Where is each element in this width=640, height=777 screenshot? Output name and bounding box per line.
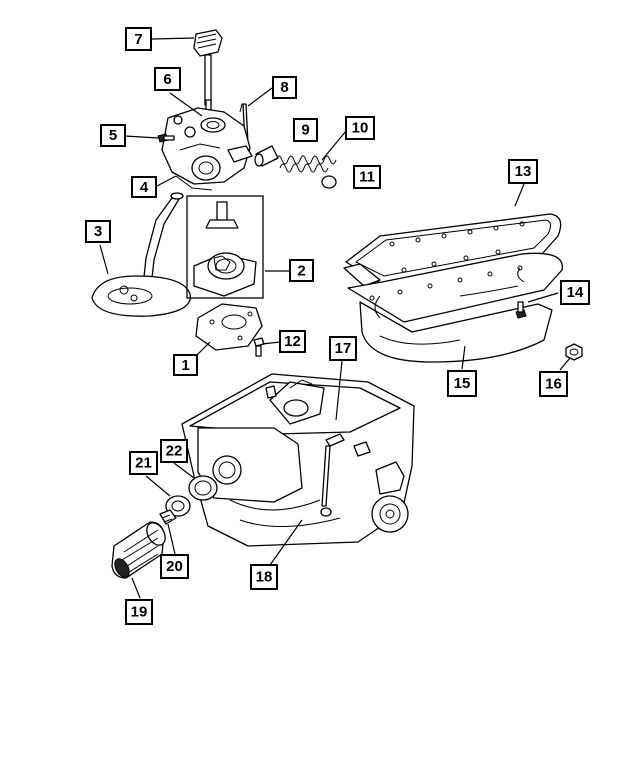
callout-1[interactable]: 1: [173, 354, 198, 376]
relief-cap-part[interactable]: [321, 175, 337, 189]
leader-12: [261, 341, 281, 345]
oil-pump-assembly[interactable]: [157, 107, 253, 191]
callout-3[interactable]: 3: [85, 220, 111, 243]
pickup-tube-part[interactable]: [91, 192, 191, 317]
callout-9[interactable]: 9: [293, 118, 318, 142]
callout-4-label: 4: [140, 179, 149, 196]
callout-22[interactable]: 22: [160, 439, 188, 463]
callout-1-label: 1: [181, 357, 189, 374]
leader-5: [124, 135, 159, 139]
oil-pan-gasket-part[interactable]: [343, 213, 562, 287]
leader-21: [145, 475, 171, 497]
callout-2[interactable]: 2: [289, 259, 314, 282]
drain-plug-part[interactable]: [515, 301, 527, 319]
callout-13-label: 13: [515, 163, 532, 180]
pump-cover-part[interactable]: [195, 303, 263, 351]
leader-19: [131, 577, 141, 599]
callout-7[interactable]: 7: [125, 27, 152, 51]
callout-5-label: 5: [109, 127, 117, 144]
callout-8-label: 8: [280, 79, 288, 96]
leader-22: [173, 462, 195, 479]
leader-20: [167, 523, 176, 555]
leader-13: [514, 183, 525, 207]
leader-17: [335, 360, 343, 421]
callout-15[interactable]: 15: [447, 370, 477, 397]
callout-18[interactable]: 18: [250, 564, 278, 590]
callout-16[interactable]: 16: [539, 371, 568, 397]
callout-14-label: 14: [567, 284, 584, 301]
callout-21-label: 21: [135, 455, 152, 472]
oil-pan-part[interactable]: [347, 252, 563, 363]
callout-10-label: 10: [352, 120, 369, 137]
callout-18-label: 18: [256, 569, 273, 586]
callout-17-label: 17: [335, 340, 352, 357]
leader-1: [195, 341, 211, 357]
callout-22-label: 22: [166, 443, 183, 460]
callout-19-label: 19: [131, 604, 148, 621]
leader-lines: [99, 37, 571, 599]
callout-7-label: 7: [134, 31, 142, 48]
leader-8: [247, 87, 273, 107]
callout-21[interactable]: 21: [129, 451, 158, 475]
callout-20[interactable]: 20: [160, 554, 189, 579]
callout-8[interactable]: 8: [272, 76, 297, 99]
leader-4: [156, 175, 177, 187]
callout-11[interactable]: 11: [353, 165, 381, 189]
leader-10: [321, 130, 347, 161]
callout-11-label: 11: [359, 169, 375, 186]
callout-12-label: 12: [284, 333, 301, 350]
relief-spring-part[interactable]: [275, 155, 337, 173]
leader-6: [169, 92, 203, 117]
callout-16-label: 16: [545, 376, 562, 393]
pump-kit-part[interactable]: [186, 195, 264, 299]
callout-3-label: 3: [94, 223, 102, 240]
relief-valve-part[interactable]: [254, 145, 279, 167]
callout-17[interactable]: 17: [329, 336, 357, 361]
leader-15: [461, 345, 466, 370]
callout-5[interactable]: 5: [100, 124, 126, 147]
leader-14: [527, 292, 559, 303]
engine-block-part[interactable]: [181, 373, 415, 547]
leader-16: [559, 357, 571, 371]
callout-6[interactable]: 6: [154, 67, 181, 91]
callout-13[interactable]: 13: [508, 159, 538, 184]
leader-3: [99, 244, 109, 275]
callout-20-label: 20: [166, 558, 183, 575]
callout-6-label: 6: [163, 71, 171, 88]
callout-2-label: 2: [297, 263, 305, 280]
callout-12[interactable]: 12: [279, 330, 306, 353]
callout-15-label: 15: [454, 375, 471, 392]
filter-adapter-part[interactable]: [165, 495, 191, 517]
drive-shaft-part[interactable]: [193, 29, 223, 113]
callout-14[interactable]: 14: [560, 280, 590, 305]
leader-7: [151, 37, 195, 40]
callout-19[interactable]: 19: [125, 599, 153, 625]
callout-10[interactable]: 10: [345, 116, 375, 140]
leader-18: [269, 519, 303, 566]
callout-9-label: 9: [301, 122, 309, 139]
filter-adapter-seal-part[interactable]: [188, 475, 218, 501]
drain-washer-part[interactable]: [565, 343, 583, 361]
filter-fitting-part[interactable]: [159, 509, 177, 525]
cover-bolt-part[interactable]: [253, 337, 265, 357]
callout-4[interactable]: 4: [131, 176, 157, 198]
